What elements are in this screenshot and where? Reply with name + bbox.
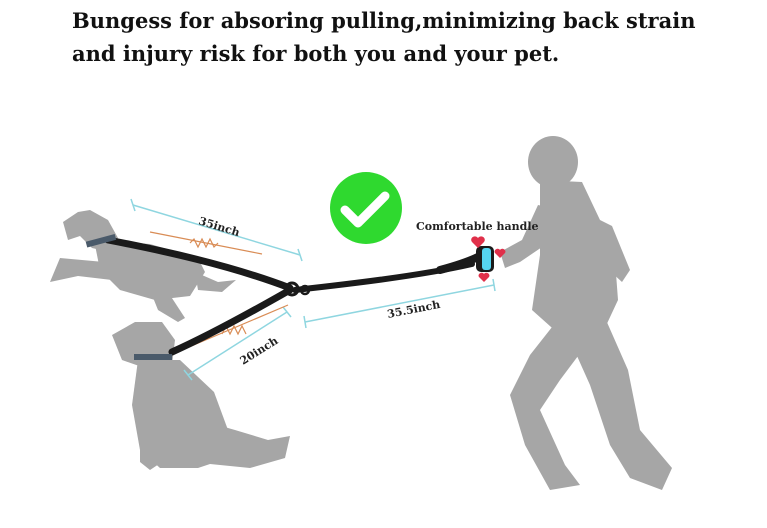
check-mark-icon (330, 172, 402, 244)
upper-bungee (104, 236, 294, 292)
headline: Bungess for absoring pulling,minimizing … (72, 4, 752, 70)
headline-line-2: and injury risk for both you and your pe… (72, 41, 560, 66)
sitting-dog-collar (134, 354, 172, 360)
upper-bungee-length-label: 35inch (197, 214, 241, 239)
man-silhouette (500, 136, 672, 490)
heart-icon (471, 236, 506, 282)
dim-line-upper (132, 204, 301, 256)
handle (476, 246, 494, 272)
headline-line-1: Bungess for absoring pulling,minimizing … (72, 8, 696, 33)
sitting-dog-silhouette (112, 322, 290, 470)
dim-line-lower (187, 311, 288, 376)
dim-line-main (304, 284, 495, 323)
handle-label: Comfortable handle (416, 220, 539, 233)
upper-dog-collar (85, 233, 117, 248)
dimension-lines (130, 198, 496, 381)
lower-bungee (168, 286, 294, 356)
